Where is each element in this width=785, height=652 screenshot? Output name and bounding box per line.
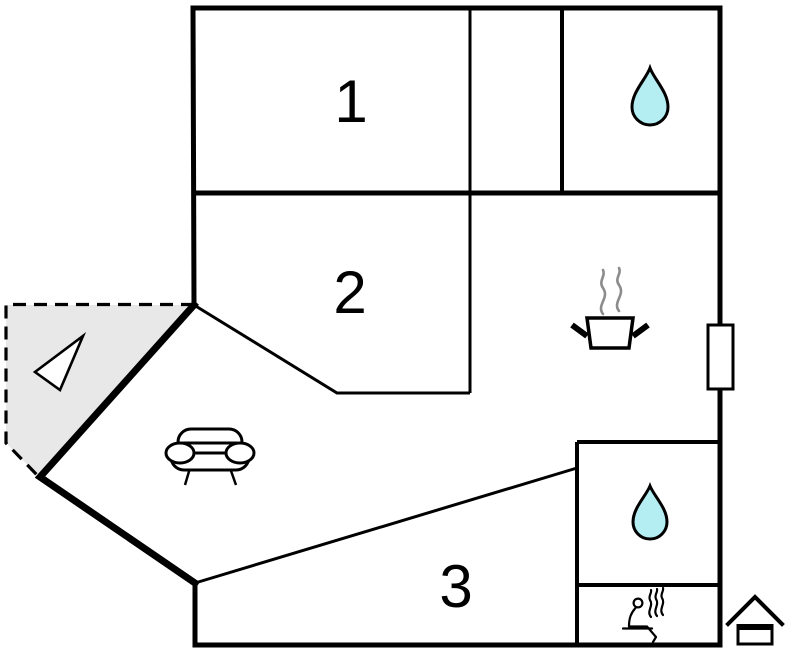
sauna-person-head (632, 597, 644, 609)
terrace-triangle-icon (32, 332, 87, 393)
sofa-armrest-right (224, 441, 256, 465)
sauna-icon (621, 586, 665, 644)
water-drop-icon-bottom (631, 481, 669, 541)
sauna-person-body (627, 606, 658, 644)
pot-steam-right (615, 266, 623, 313)
terrace-fill (6, 305, 194, 478)
sauna-steam-2 (654, 587, 659, 618)
cooking-pot-icon (570, 266, 650, 350)
room-3-label: 3 (439, 553, 472, 620)
terrace-area (4, 302, 194, 480)
sauna-steam-1 (648, 588, 653, 619)
pot-body (585, 316, 635, 350)
house-icon (725, 594, 785, 646)
pot-handle-left (570, 322, 589, 339)
pot-handle-right (631, 322, 650, 339)
room-1-label: 1 (334, 68, 367, 135)
terrace-thick-wall (34, 300, 200, 588)
chimney-icon (706, 323, 735, 391)
walls (34, 5, 723, 648)
wall-room3-diagonal (194, 466, 578, 585)
sofa-icon (164, 427, 256, 486)
room-2-label: 2 (333, 259, 366, 326)
terrace-dashed-border (4, 302, 194, 480)
house-roof (725, 594, 785, 627)
pot-steam-left (599, 268, 607, 316)
water-drop-icon-top (630, 63, 670, 127)
sauna-steam-3 (660, 586, 665, 617)
sofa-armrest-left (164, 441, 196, 465)
wall-room2-boundary (193, 303, 470, 395)
